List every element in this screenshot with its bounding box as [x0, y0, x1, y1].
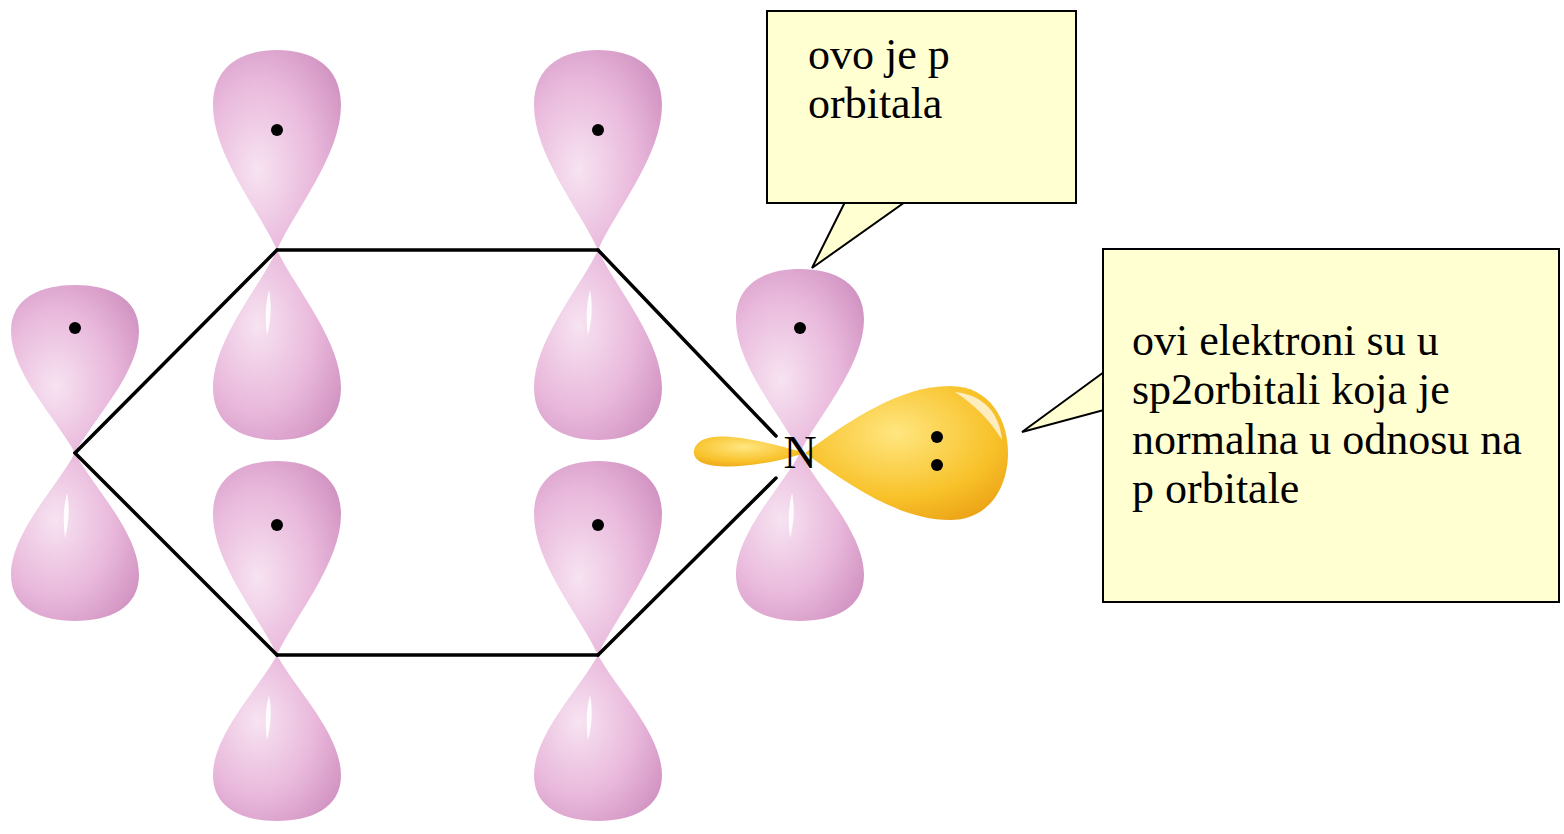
ring-bonds: [75, 250, 776, 655]
p-orbital: [213, 461, 341, 821]
callout-pointer: [812, 202, 905, 268]
callout-text: ovi elektroni su u sp2orbitali koja je n…: [1132, 316, 1546, 513]
callout-box: ovi elektroni su u sp2orbitali koja je n…: [1102, 248, 1560, 603]
p-orbital: [534, 50, 662, 440]
callout-pointer: [1022, 372, 1104, 432]
atom-label: N: [783, 430, 816, 476]
p-orbital: [534, 461, 662, 821]
callout-text: ovo je p orbitala: [808, 30, 1061, 129]
callout-box: ovo je p orbitala: [766, 10, 1077, 204]
sp2-orbital: [694, 386, 1008, 520]
p-orbital: [213, 50, 341, 440]
